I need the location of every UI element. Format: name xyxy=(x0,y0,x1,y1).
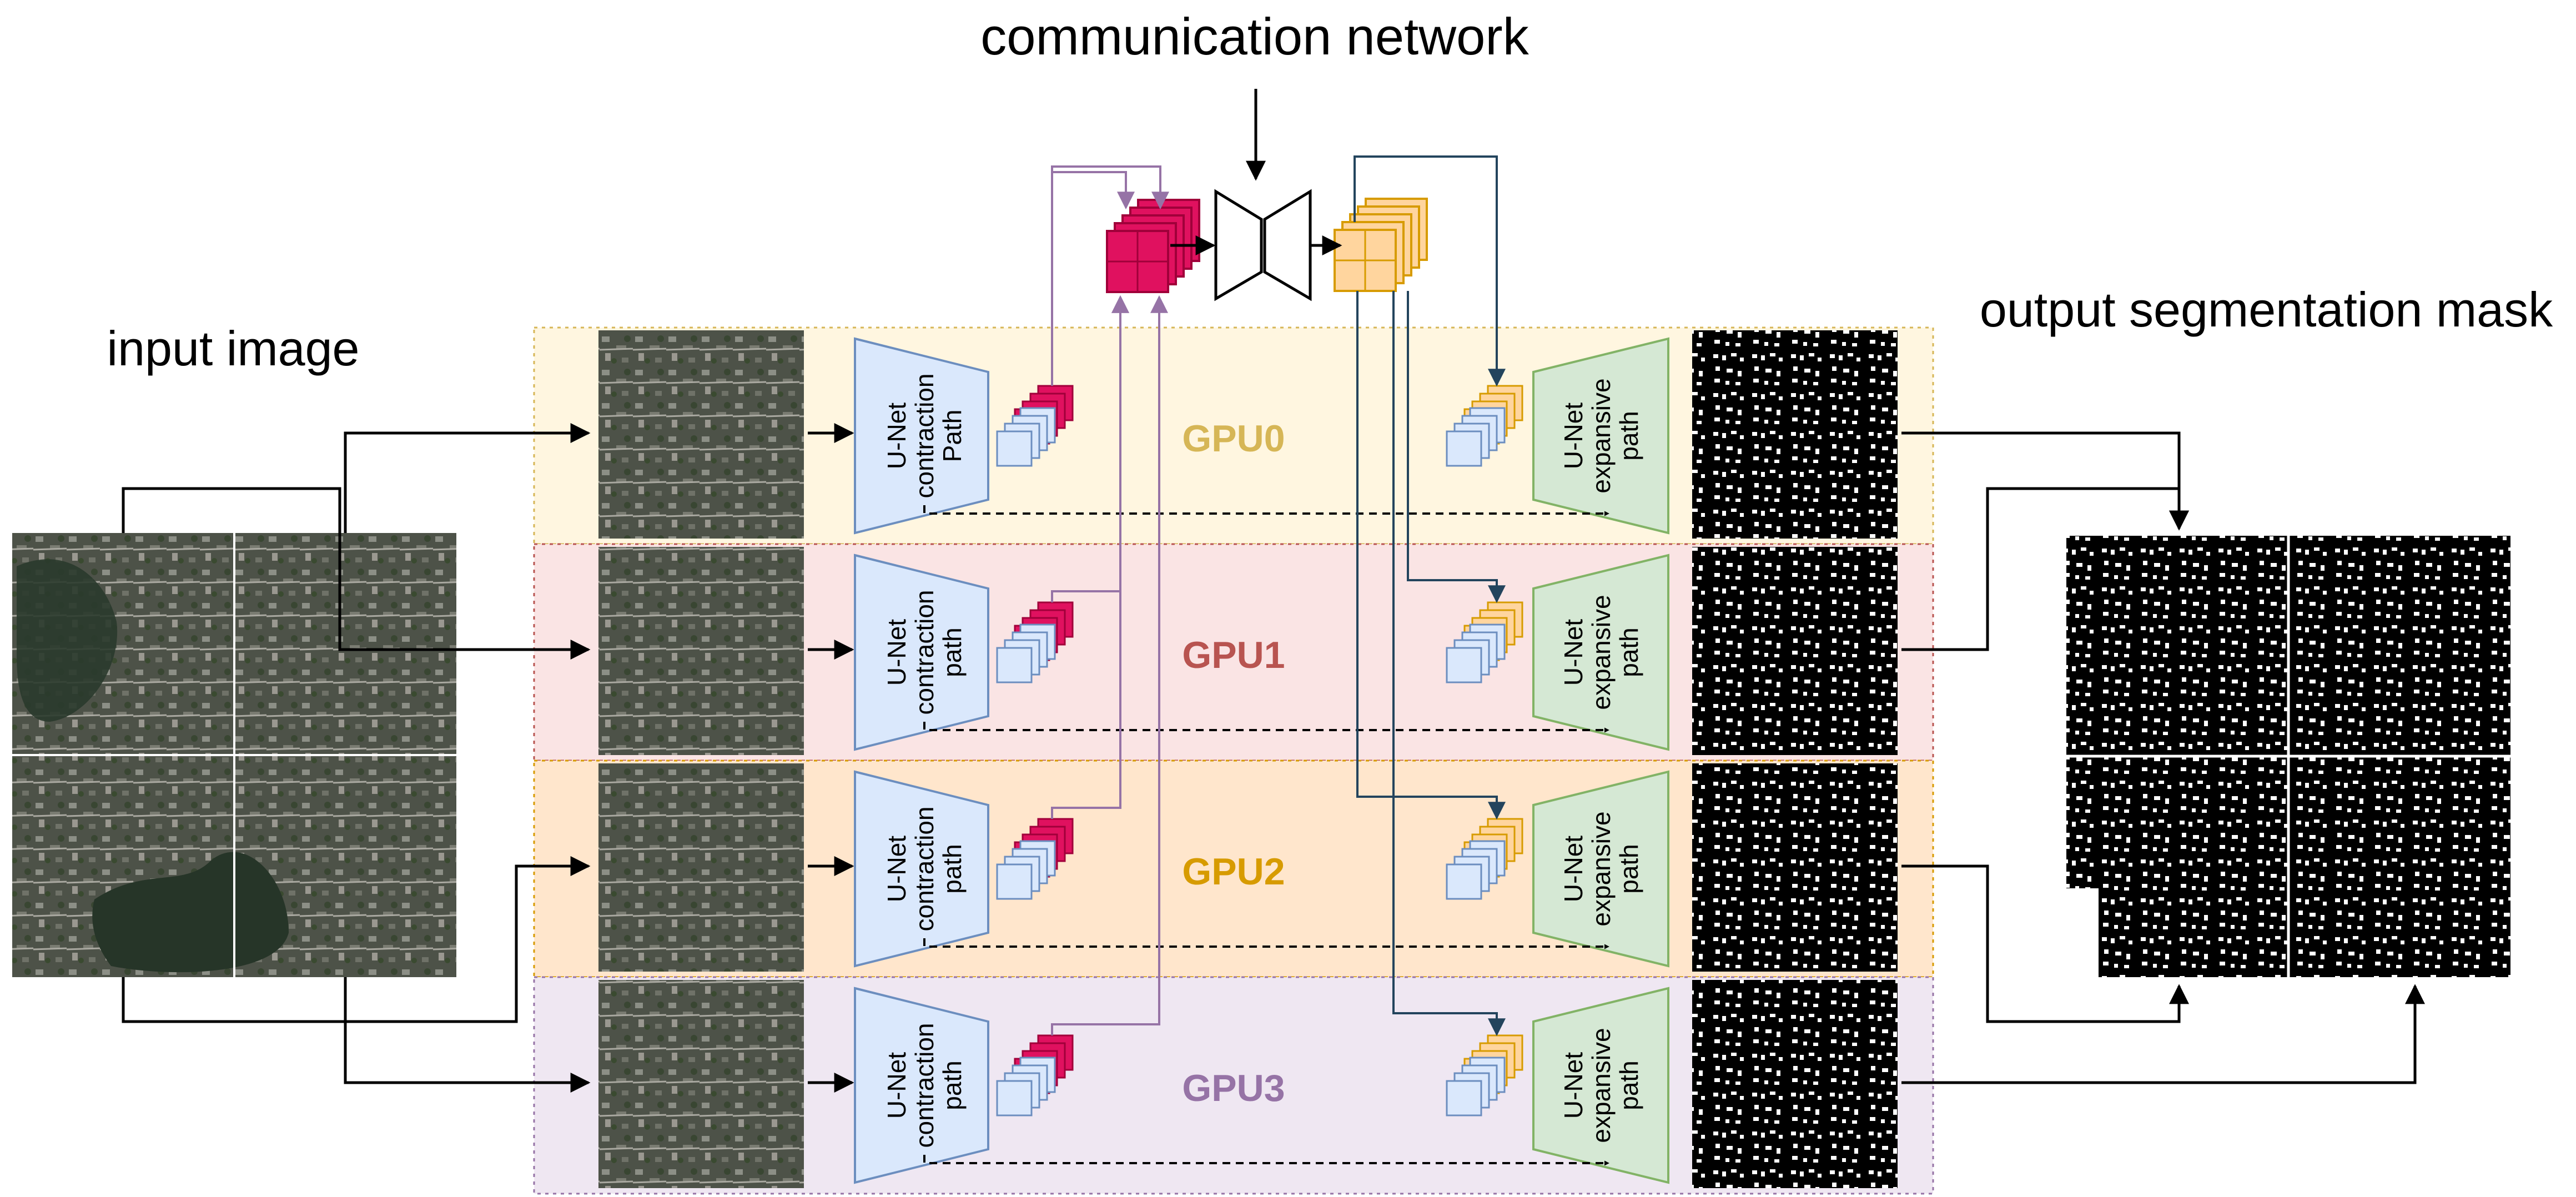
svg-text:U-Netexpansivepath: U-Netexpansivepath xyxy=(1559,595,1643,710)
expansive-label-line: U-Net xyxy=(1559,836,1588,902)
expansive-label-line: U-Net xyxy=(1559,403,1588,469)
communication-network-label: communication network xyxy=(980,7,1529,66)
expansive-path-1: U-Netexpansivepath xyxy=(1532,554,1669,751)
output-tile-1 xyxy=(1692,547,1898,755)
skip-connection-1 xyxy=(923,722,1609,733)
gather-arrow-3 xyxy=(1051,295,1168,1035)
contraction-label-line: path xyxy=(938,627,967,677)
contraction-features-2 xyxy=(996,818,1074,900)
contraction-label-line: U-Net xyxy=(882,1052,911,1119)
contraction-features-1 xyxy=(996,601,1074,683)
scatter-arrow-3 xyxy=(1392,291,1506,1037)
expansive-features-3 xyxy=(1446,1034,1523,1116)
contraction-label-line: path xyxy=(938,844,967,894)
routing-lines xyxy=(122,423,2425,1093)
input-image-label: input image xyxy=(107,321,360,376)
contraction-label-line: U-Net xyxy=(882,619,911,686)
contraction-label-line: contraction xyxy=(910,806,939,931)
expansive-features-1 xyxy=(1446,601,1523,683)
communication-network xyxy=(1106,89,1428,301)
expansive-label-line: path xyxy=(1614,844,1643,894)
svg-text:U-Netcontractionpath: U-Netcontractionpath xyxy=(882,1023,967,1148)
skip-connection-2 xyxy=(923,938,1609,949)
expansive-label-line: expansive xyxy=(1587,1028,1616,1143)
contraction-path-2: U-Netcontractionpath xyxy=(854,770,989,968)
scatter-arrow-1 xyxy=(1407,291,1506,603)
expansive-path-2: U-Netexpansivepath xyxy=(1532,770,1669,968)
expansive-label-line: path xyxy=(1614,411,1643,461)
input-tile-1 xyxy=(598,547,804,755)
expansive-label-line: path xyxy=(1614,627,1643,677)
input-tile-0 xyxy=(598,330,804,539)
expansive-label-line: path xyxy=(1614,1060,1643,1110)
output-tile-0 xyxy=(1692,330,1898,539)
expansive-features-0 xyxy=(1446,385,1523,467)
output-tile-2 xyxy=(1692,763,1898,972)
contraction-label-line: path xyxy=(938,1060,967,1110)
output-mask xyxy=(2066,536,2510,977)
expansive-features-2 xyxy=(1446,818,1523,900)
skip-connection-3 xyxy=(923,1155,1609,1166)
contraction-path-3: U-Netcontractionpath xyxy=(854,987,989,1184)
contraction-label-line: U-Net xyxy=(882,836,911,902)
svg-text:U-Netexpansivepath: U-Netexpansivepath xyxy=(1559,378,1643,493)
contraction-path-0: U-NetcontractionPath xyxy=(854,337,989,535)
gpu-label-1: GPU1 xyxy=(1182,634,1285,676)
scatter-arrow-2 xyxy=(1356,291,1506,820)
contraction-label-line: Path xyxy=(938,410,967,462)
gather-arrow-2 xyxy=(1051,295,1129,819)
aggregated-features-magenta xyxy=(1106,199,1200,293)
expansive-label-line: U-Net xyxy=(1559,619,1588,686)
gpu-label-3: GPU3 xyxy=(1182,1067,1285,1109)
contraction-path-1: U-Netcontractionpath xyxy=(854,554,989,751)
gpu-label-0: GPU0 xyxy=(1182,418,1285,460)
output-tile-3 xyxy=(1692,980,1898,1188)
svg-text:U-Netexpansivepath: U-Netexpansivepath xyxy=(1559,811,1643,926)
contraction-label-line: contraction xyxy=(910,1023,939,1148)
skip-connection-0 xyxy=(923,505,1609,516)
scatter-arrow-0 xyxy=(1354,155,1506,387)
expansive-label-line: expansive xyxy=(1587,811,1616,926)
bottleneck-network xyxy=(1214,189,1312,301)
output-mask-label: output segmentation mask xyxy=(1980,282,2553,337)
expansive-label-line: expansive xyxy=(1587,378,1616,493)
svg-text:U-Netexpansivepath: U-Netexpansivepath xyxy=(1559,1028,1643,1143)
gather-arrow-top xyxy=(1051,165,1169,383)
svg-text:U-NetcontractionPath: U-NetcontractionPath xyxy=(882,373,967,498)
expansive-label-line: expansive xyxy=(1587,595,1616,710)
expansive-label-line: U-Net xyxy=(1559,1052,1588,1119)
svg-text:U-Netcontractionpath: U-Netcontractionpath xyxy=(882,806,967,931)
contraction-label-line: contraction xyxy=(910,373,939,498)
expansive-path-3: U-Netexpansivepath xyxy=(1532,987,1669,1184)
input-image xyxy=(12,533,456,977)
input-tile-3 xyxy=(598,980,804,1188)
svg-text:U-Netcontractionpath: U-Netcontractionpath xyxy=(882,590,967,715)
contraction-features-3 xyxy=(996,1034,1074,1116)
contraction-label-line: U-Net xyxy=(882,403,911,469)
aggregated-features-orange xyxy=(1334,198,1428,292)
expansive-path-0: U-Netexpansivepath xyxy=(1532,337,1669,535)
contraction-features-0 xyxy=(996,385,1074,467)
contraction-label-line: contraction xyxy=(910,590,939,715)
gpu-label-2: GPU2 xyxy=(1182,851,1285,893)
input-tile-2 xyxy=(598,763,804,972)
